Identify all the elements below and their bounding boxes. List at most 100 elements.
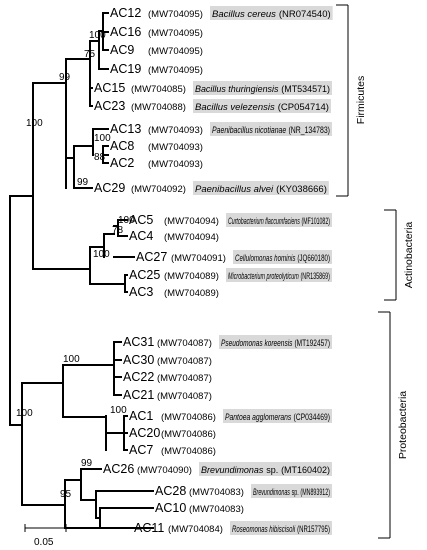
reference-accession: (JQ660180) [297,253,330,264]
bootstrap-value: 100 [89,30,106,41]
taxon-id: AC25 [129,268,160,282]
taxon-accession: (MW704093) [148,142,203,153]
reference-accession: (MN893912) [300,487,330,498]
reference-species: Microbacterium proteolyticum(NR135869) [228,271,330,282]
bootstrap-value: 99 [59,72,71,83]
species-name: Bacillus cereus [212,9,276,20]
bootstrap-value: 78 [112,225,124,236]
species-highlight [193,99,331,113]
species-name: Brevundimonas [253,487,290,498]
bootstrap-value: 95 [60,489,72,500]
scale-bar: 0.05 [24,524,67,548]
taxon-id: AC27 [136,250,167,264]
bootstrap-value: 100 [16,408,33,419]
species-name: Paenibacillus alvei [195,184,274,195]
taxon-id: AC1 [129,409,153,423]
bootstrap-value: 100 [26,118,43,129]
taxon-labels: AC12 (MW704095) Bacillus cereus(NR074540) A… [94,6,331,535]
taxon-accession: (MW704088) [131,102,186,113]
scale-bar-label: 0.05 [34,537,54,548]
reference-species: Pseudomonas koreensis(MT192457) [221,338,330,349]
taxon-accession: (MW704095) [148,65,203,76]
species-highlight [210,6,333,20]
taxon-id: AC2 [110,156,134,170]
tree-branches [9,12,154,529]
taxon-accession: (MW704089) [164,288,219,299]
species-name: Bacillus thuringiensis [195,84,279,95]
taxon-accession: (MW704085) [131,84,186,95]
taxon-accession: (MW704094) [164,216,219,227]
taxon-accession: (MW704087) [157,356,212,367]
bootstrap-value: 88 [94,152,106,163]
taxon-accession: (MW704095) [148,46,203,57]
species-highlight [251,484,332,498]
taxon-id: AC10 [155,501,186,515]
reference-accession: (NR135869) [300,271,330,282]
taxon-id: AC4 [129,229,153,243]
species-highlight [233,250,332,264]
species-name: Bacillus velezensis [195,102,275,113]
species-name: Brevundimonas [201,465,264,476]
species-highlight [223,409,332,423]
taxon-accession: (MW704090) [137,465,192,476]
species-suffix: sp. [266,465,278,476]
taxon-id: AC28 [155,484,186,498]
taxon-accession: (MW704094) [164,232,219,243]
taxon-id: AC23 [94,99,125,113]
taxon-accession: (MW704083) [189,487,244,498]
species-name: Curtobacterium flaccumfaciens [228,216,300,227]
reference-accession: (KY038666) [276,184,327,195]
species-name: Pseudomonas koreensis [221,338,293,349]
reference-species: Brevundimonassp.(MN893912) [253,487,330,498]
taxon-accession: (MW704086) [161,446,216,457]
taxon-accession: (MW704093) [148,125,203,136]
reference-species: Roseomonas hibiscisoli(NR157795) [232,524,330,535]
taxon-accession: (MW704087) [157,338,212,349]
taxon-id: AC21 [123,388,154,402]
species-name: Roseomonas hibiscisoli [232,524,296,535]
taxon-id: AC31 [123,335,154,349]
taxon-id: AC8 [110,139,134,153]
reference-species: Bacillus velezensis(CP054714) [195,102,329,113]
reference-species: Cellulomonas hominis(JQ660180) [235,253,330,264]
bootstrap-value: 100 [94,133,111,144]
taxon-accession: (MW704091) [171,253,226,264]
reference-species: Bacillus cereus(NR074540) [212,9,331,20]
species-highlight [193,81,332,95]
taxon-id: AC22 [123,370,154,384]
species-highlight [210,122,332,136]
bootstrap-value: 100 [110,405,127,416]
phylum-label: Firmicutes [355,76,367,124]
taxon-id: AC13 [110,122,141,136]
reference-species: Curtobacterium flaccumfaciens(MF101082) [228,216,330,227]
species-highlight [226,268,332,282]
taxon-id: AC20 [129,426,160,440]
taxon-id: AC9 [110,43,134,57]
species-name: Cellulomonas hominis [235,253,296,264]
taxon-id: AC15 [94,81,125,95]
species-highlight [219,335,332,349]
taxon-accession: (MW704095) [148,9,203,20]
taxon-id: AC7 [129,443,153,457]
taxon-id: AC29 [94,181,125,195]
reference-accession: (NR157795) [297,524,330,535]
taxon-accession: (MW704087) [157,373,212,384]
taxon-accession: (MW704083) [189,504,244,515]
taxon-id: AC12 [110,6,141,20]
bootstrap-value: 99 [77,177,89,188]
taxon-accession: (MW704084) [168,524,223,535]
taxon-id: AC16 [110,25,141,39]
phylum-label: Proteobacteria [397,391,409,459]
species-name: Microbacterium proteolyticum [228,271,299,282]
reference-accession: (NR074540) [279,9,331,20]
species-name: Pantoea agglomerans [225,412,291,423]
species-highlight [199,462,332,476]
species-highlight [230,521,332,535]
taxon-accession: (MW704092) [131,184,186,195]
taxon-accession: (MW704095) [148,28,203,39]
reference-species: Pantoea agglomerans(CP034469) [225,412,330,423]
bootstrap-value: 100 [63,354,80,365]
reference-accession: (MT160402) [281,465,330,476]
species-highlight [193,181,329,195]
